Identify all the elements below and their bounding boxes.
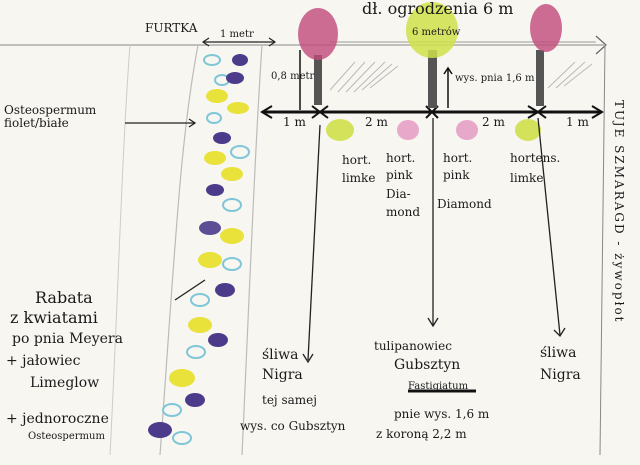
distance-1: 1 m	[283, 115, 306, 129]
hedge-shading	[329, 61, 593, 93]
gate-width-label: 1 metr	[220, 29, 254, 40]
bed-right-border	[241, 44, 263, 456]
hydrangea-4	[515, 119, 541, 141]
hedge-label: TUJE SZMARAGD - żywopłot	[612, 100, 626, 324]
osteospermum-label: Osteospermum fiolet/białe	[4, 103, 97, 130]
gate-label: FURTKA	[145, 21, 198, 35]
tree-plum-right	[530, 4, 562, 106]
offset-label: 0,8 metr	[271, 71, 315, 82]
fence-length-note: dł. ogrodzenia 6 m	[362, 0, 514, 18]
tree-plum-left	[298, 8, 338, 105]
flower-bed-plants	[148, 54, 250, 445]
hydrangea-2	[397, 120, 419, 140]
pointer-lines	[125, 117, 566, 364]
distance-3: 2 m	[482, 115, 505, 129]
distance-4: 1 m	[566, 115, 589, 129]
distance-2: 2 m	[365, 115, 388, 129]
fence-length-label: 6 metrów	[412, 27, 461, 38]
path-line	[109, 44, 131, 456]
hydrangea-3	[456, 120, 478, 140]
bed-left-border	[159, 44, 199, 456]
hydrangea-1	[326, 119, 354, 141]
hedge-line	[599, 44, 606, 456]
fence-end-arrow	[595, 35, 607, 55]
tree-height-label: wys. pnia 1,6 m	[455, 73, 535, 84]
tree-tulip-middle	[406, 2, 458, 108]
